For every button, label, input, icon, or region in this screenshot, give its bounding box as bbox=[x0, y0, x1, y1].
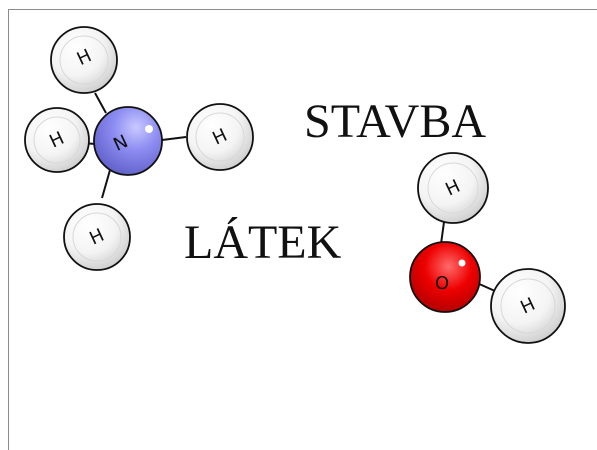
title-line-latek: LÁTEK bbox=[184, 216, 342, 269]
hydrogen-atom-upper: H bbox=[417, 152, 489, 224]
slide-frame-left-border bbox=[8, 9, 9, 450]
slide-frame-top-border bbox=[8, 9, 597, 10]
ammonium-molecule: H H H H N bbox=[24, 26, 254, 271]
nitrogen-atom: N bbox=[93, 106, 163, 176]
bond-o-h-top bbox=[440, 221, 445, 245]
title-line-stavba: STAVBA bbox=[304, 95, 486, 148]
hydrogen-atom-right: H bbox=[186, 103, 254, 171]
water-molecule: H H O bbox=[409, 152, 566, 344]
hydrogen-atom-left: H bbox=[24, 107, 90, 173]
oxygen-atom: O bbox=[409, 241, 481, 313]
highlight-dot bbox=[145, 125, 153, 133]
hydrogen-atom-bottom: H bbox=[63, 203, 131, 271]
bond-n-h-top bbox=[94, 92, 107, 114]
hydrogen-atom-top: H bbox=[50, 26, 118, 94]
highlight-dot bbox=[458, 259, 466, 267]
bond-n-h-bottom bbox=[101, 169, 111, 199]
bond-n-h-right bbox=[161, 136, 187, 141]
oxygen-label: O bbox=[435, 273, 449, 294]
hydrogen-atom-lower-right: H bbox=[490, 268, 566, 344]
